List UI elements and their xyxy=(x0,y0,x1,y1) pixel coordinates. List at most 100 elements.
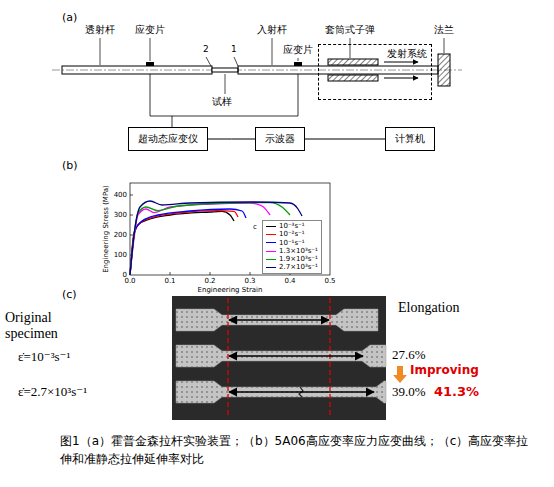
sleeve-bullet xyxy=(328,59,378,65)
hopkinson-bar xyxy=(52,70,462,71)
callout-number: 2 xyxy=(203,44,209,54)
motion-arrow xyxy=(384,78,418,79)
sleeve-bullet xyxy=(328,59,378,81)
chart-frame xyxy=(170,272,171,275)
strain-rate-label: ε̇=10⁻³s⁻¹ xyxy=(18,350,70,365)
callout-number: 1 xyxy=(231,44,237,54)
legend-sample xyxy=(266,259,276,260)
leader-line xyxy=(100,38,101,65)
panel-label: (c) xyxy=(62,289,77,302)
callout-letter: c xyxy=(253,223,257,231)
improving-note: Improving xyxy=(410,364,479,378)
strain-gauge xyxy=(146,62,154,66)
box-label: 发射系统 xyxy=(323,47,427,61)
legend-sample xyxy=(266,226,276,227)
part-name: 入射杆 xyxy=(257,24,287,36)
launch-system-box: 发射系统 xyxy=(318,44,432,100)
tick-label: 0.2 xyxy=(204,277,215,285)
specimen xyxy=(176,345,386,367)
stress-strain-curve xyxy=(130,209,246,275)
legend-text: 1.9×10³s⁻¹ xyxy=(279,255,318,263)
flange xyxy=(438,54,450,86)
hopkinson-bar xyxy=(212,68,238,72)
sleeve-bullet xyxy=(328,75,378,81)
leader-line xyxy=(150,38,151,61)
chart-frame xyxy=(250,272,251,275)
signal-cable xyxy=(305,139,385,140)
legend-text: 10⁻²s⁻¹ xyxy=(279,230,305,238)
axis-title: Engineering Stress (MPa) xyxy=(102,185,110,273)
leader-line xyxy=(444,38,445,53)
strain-rate-label: ε̇=2.7×10³s⁻¹ xyxy=(18,385,87,400)
legend-entry: 1.3×10³s⁻¹ xyxy=(266,247,318,255)
instrument-box: 计算机 xyxy=(385,127,435,151)
legend-sample xyxy=(266,234,276,235)
hopkinson-bar xyxy=(62,66,212,74)
flange xyxy=(438,54,450,86)
length-arrow xyxy=(229,355,363,357)
tick-label: 0.3 xyxy=(244,277,255,285)
hopkinson-bar xyxy=(238,66,438,74)
legend-entry: 2.7×10³s⁻¹ xyxy=(266,263,318,271)
part-name: 透射杆 xyxy=(85,24,115,36)
specimen xyxy=(176,309,386,403)
specimen-photo xyxy=(172,296,386,420)
tick-label: 300 xyxy=(114,211,127,219)
part-name: 套筒式子弹 xyxy=(325,24,375,36)
stress-strain-curve xyxy=(130,211,238,275)
strain-gauge xyxy=(146,62,302,66)
part-name: 应变片 xyxy=(283,44,313,56)
legend-entry: 10⁻¹s⁻¹ xyxy=(266,239,318,247)
box-label: 示波器 xyxy=(265,132,295,146)
chart-frame xyxy=(210,272,211,275)
instrument-box: 超动态应变仪 xyxy=(128,127,208,151)
column-heading: Elongation xyxy=(398,300,459,316)
signal-wire xyxy=(150,74,298,127)
signal-wire xyxy=(172,116,173,127)
length-arrow xyxy=(229,319,329,321)
part-name: 应变片 xyxy=(135,24,165,36)
box-label: 超动态应变仪 xyxy=(138,132,198,146)
length-arrow xyxy=(229,391,374,393)
tick-label: 100 xyxy=(114,251,127,259)
tick-label: 200 xyxy=(114,231,127,239)
legend-sample xyxy=(266,251,276,252)
specimen-photo xyxy=(172,296,386,420)
chart-frame xyxy=(130,183,330,275)
leader-line xyxy=(100,38,444,94)
signal-cable xyxy=(208,139,255,140)
box-label: 计算机 xyxy=(395,132,425,146)
improving-arrow xyxy=(397,366,403,375)
tick-label: 0.0 xyxy=(124,277,135,285)
leader-line xyxy=(225,74,226,94)
gauge-mark-line xyxy=(329,298,330,418)
leader-line xyxy=(206,57,211,66)
legend-entry: 10⁻²s⁻¹ xyxy=(266,230,318,238)
gauge-mark-line xyxy=(228,298,330,418)
specimen-note: Original specimen xyxy=(5,310,83,342)
instrument-box: 示波器 xyxy=(255,127,305,151)
part-name: 法兰 xyxy=(434,24,454,36)
figure-caption: 图1（a）霍普金森拉杆实验装置；（b）5A06高应变率应力应变曲线；（c）高应变… xyxy=(60,432,540,468)
elongation-value: 27.6% xyxy=(392,348,426,363)
chart-frame xyxy=(130,183,330,275)
legend-entry: 1.9×10³s⁻¹ xyxy=(266,255,318,263)
leader-line xyxy=(298,58,299,61)
gauge-mark-line xyxy=(227,298,228,418)
hopkinson-bar xyxy=(52,66,462,74)
leader-line xyxy=(234,57,238,66)
part-name: 试样 xyxy=(212,96,232,108)
legend-text: 10⁻³s⁻¹ xyxy=(279,222,305,230)
improving-arrow xyxy=(393,366,407,383)
stress-strain-curve xyxy=(130,203,270,275)
motion-arrow xyxy=(384,62,418,78)
tick-label: 0.5 xyxy=(324,277,335,285)
tick-label: 0.1 xyxy=(164,277,175,285)
axis-title: Engineering Strain xyxy=(198,286,263,294)
chart-legend: 10⁻³s⁻¹10⁻²s⁻¹10⁻¹s⁻¹1.3×10³s⁻¹1.9×10³s⁻… xyxy=(262,220,322,274)
chart-frame xyxy=(130,215,133,216)
length-arrow xyxy=(229,320,374,392)
tick-label: 400 xyxy=(114,191,127,199)
panel-label: (a) xyxy=(62,12,77,25)
